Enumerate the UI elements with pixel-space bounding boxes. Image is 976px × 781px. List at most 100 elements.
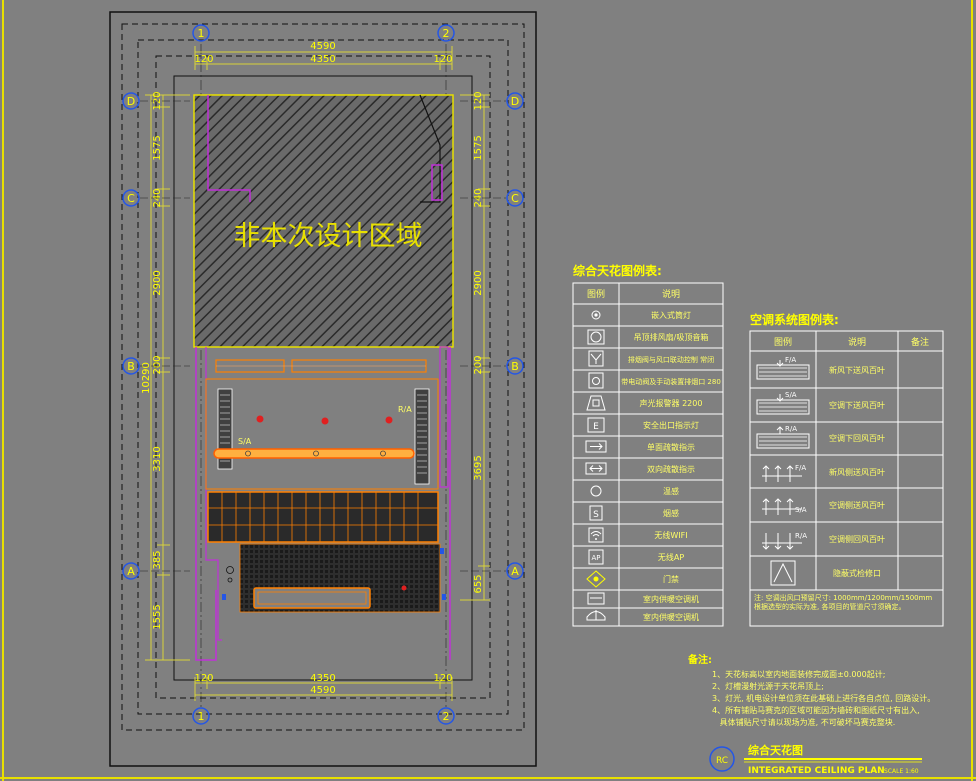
dim-left-seg-7: 385 [152,550,163,569]
exhaust-fan-icon [587,329,605,345]
outline-solid [173,75,473,681]
notes-line-3: 3、灯光, 机电设计单位须在此基础上进行各自点位, 回路设计。 [712,693,935,703]
downlight-1 [256,415,264,423]
dim-left-seg-4: 2900 [152,270,163,295]
dim-left-seg-2: 1575 [152,135,163,160]
wall-left-upper [207,95,251,202]
grid-bubble-d-right: D [460,92,524,110]
notes-line-2: 2、灯槽漫射光源于天花吊顶上; [712,681,824,691]
ceiling-legend-desc-7: 单面疏散指示 [647,442,695,452]
grid-bubble-c-right: C [460,189,524,207]
dim-top-right: 120 [433,54,452,65]
ceiling-legend-desc-10: 烟感 [663,508,679,518]
ceiling-unit-icon [586,610,606,621]
ceiling-legend-header-icon: 图例 [587,288,605,300]
return-side-grille-icon [762,533,802,550]
supply-grille-icon [756,394,810,415]
grid-label-a-left: A [127,565,135,578]
wall-right-upper [419,94,441,203]
hvac-legend-header-desc: 说明 [848,336,866,348]
return-grille-icon [756,426,810,449]
hvac-legend-desc-6: 空调侧回风百叶 [829,534,885,544]
grid-label-c-left: C [127,192,135,205]
hvac-tag-4: F/A [795,464,806,472]
ceiling-legend-desc-11: 无线WIFI [654,530,687,540]
grid-label-d-right: D [511,95,519,108]
one-way-arrow-icon [585,440,607,453]
hvac-legend-title: 空调系统图例表: [750,312,839,327]
hvac-tag-3: R/A [785,425,797,433]
grid-label-a-right: A [511,565,519,578]
hvac-legend-desc-1: 新风下送风百叶 [829,365,885,375]
dim-top-mid: 4350 [310,54,335,65]
fixture-marker-right-upper [440,548,444,554]
dim-bottom-left: 120 [194,673,213,684]
hvac-legend-desc-2: 空调下送风百叶 [829,400,885,410]
smoke-vent-icon [588,350,604,367]
downlight-4 [401,585,407,591]
grid-label-c-right: C [511,192,519,205]
downlight-icon [591,310,601,320]
two-way-arrow-icon [585,462,607,475]
dim-right-seg-6: 3695 [473,455,484,480]
wifi-icon [588,527,604,543]
ceiling-legend-table [572,282,724,627]
grid-bubble-2-bottom: 2 [437,707,455,725]
notes-line-4: 4、所有铺贴马赛克的区域可能因为墙砖和图纸尺寸有出入, [712,705,920,715]
smoke-detector [226,566,234,574]
fire-damper-icon [588,372,604,389]
indoor-unit-icon [587,592,605,605]
ceiling-legend-desc-3: 排烟阀与风口联动控制 常闭 [628,355,714,364]
grid-label-1-top: 1 [198,27,205,40]
hvac-legend-note-box: 注: 空调出风口预留尺寸: 1000mm/1200mm/1500mm 根据选型的… [754,594,932,611]
bottom-dimensions [194,677,453,701]
grid-bubble-2-top: 2 [437,24,455,42]
hvac-legend-desc-4: 新风侧送风百叶 [829,467,885,477]
outline-dash-1 [121,23,525,731]
hvac-tag-2: S/A [785,391,797,399]
dim-top-total: 4590 [310,41,335,52]
ceiling-legend-title: 综合天花图例表: [573,263,662,278]
light-bar-node-1 [245,450,251,457]
dim-top-left: 120 [194,54,213,65]
title-badge: RC [716,756,728,766]
ceiling-legend-header-desc: 说明 [662,288,680,300]
grid-bubble-1-bottom: 1 [192,707,210,725]
grid-bubble-d-left: D [122,92,190,110]
svg-text:E: E [593,422,599,432]
grid-label-1-bottom: 1 [198,710,205,723]
hvac-legend-header-note: 备注 [911,336,929,348]
hvac-legend-desc-5: 空调侧送风百叶 [829,500,885,510]
left-dimensions [145,94,190,661]
dim-bottom-right: 120 [433,673,452,684]
smoke-detector-icon: S [589,505,603,521]
title-scale: SCALE 1:60 [884,768,919,775]
linear-diffuser-right [414,388,430,485]
grid-label-2-bottom: 2 [443,710,450,723]
svg-text:S: S [593,510,599,520]
grid-label-d-left: D [127,95,135,108]
supply-side-grille-icon [762,498,802,515]
ap-icon: AP [588,549,604,565]
grid-label-b-left: B [127,360,135,373]
grid-bubble-b-right: B [460,357,524,375]
grid-bubble-1-top: 1 [192,24,210,42]
svg-text:AP: AP [591,554,600,562]
ceiling-legend-desc-9: 温感 [663,486,679,496]
ceiling-legend-desc-1: 嵌入式筒灯 [651,310,691,320]
light-bar-node-3 [380,450,386,457]
dim-bottom-total: 4590 [310,685,335,696]
notes-line-1: 1、天花标高以室内地面装修完成面±0.000起计; [712,669,885,679]
dim-left-total: 10290 [141,362,152,394]
fresh-air-grille-icon [756,360,810,380]
door-sensor-icon [586,570,606,588]
hvac-legend-desc-7: 隐蔽式检修口 [833,568,881,578]
hvac-tag-1: F/A [785,356,796,364]
grid-bubble-a-left: A [122,562,190,580]
ceiling-legend-desc-8: 双向疏散指示 [647,464,695,474]
notes-line-5: 具体铺贴尺寸请以现场为准, 不可破坏马赛克整块. [712,717,895,727]
ceiling-legend-desc-14: 室内供暖空调机 [643,594,699,604]
room-wall-right-pilaster [439,346,449,488]
hvac-legend-table [749,330,944,627]
